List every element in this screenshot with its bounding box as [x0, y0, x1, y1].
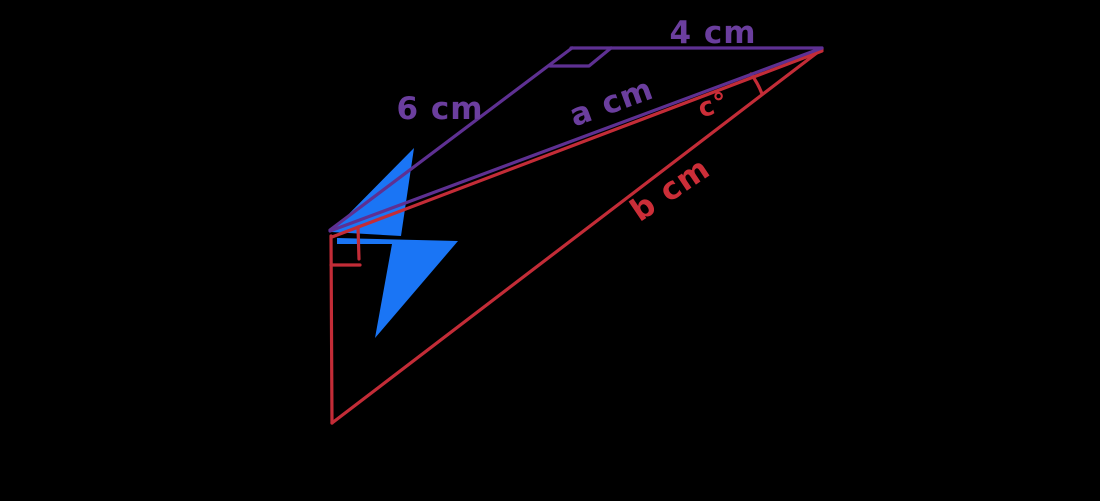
side-6cm-line [328, 46, 574, 232]
red-triangle [329, 47, 824, 425]
right-angle-marker-left [329, 225, 362, 267]
vertical-edge-line [329, 234, 334, 425]
purple-triangle [328, 46, 824, 233]
label-6cm: 6 cm [396, 91, 483, 127]
diagonal-a-line-red [330, 49, 824, 239]
bolt-lower-shape [337, 238, 458, 338]
right-angle-marker-top [548, 46, 613, 68]
label-4cm: 4 cm [669, 15, 756, 51]
hypotenuse-b-line [330, 47, 824, 425]
diagonal-a-line-purple [328, 46, 824, 233]
